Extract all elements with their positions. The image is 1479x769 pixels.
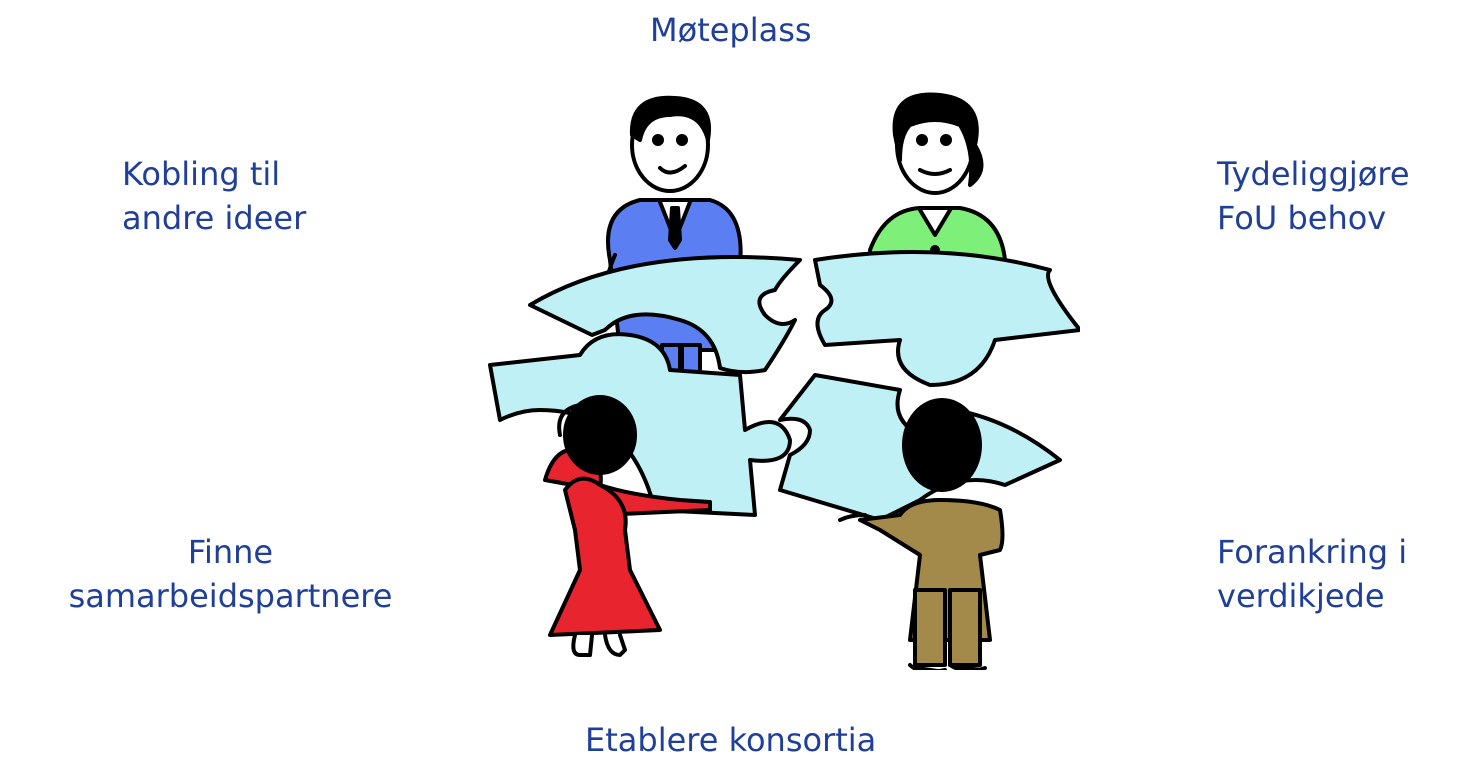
puzzle-piece-lower-left bbox=[488, 332, 792, 517]
label-forankring-line1: Forankring i bbox=[1217, 533, 1408, 571]
woman-red-dress bbox=[543, 395, 712, 657]
label-finne-line1: Finne bbox=[187, 533, 274, 571]
puzzle-people-illustration bbox=[488, 92, 1080, 670]
label-kobling-line2: andre ideer bbox=[122, 199, 307, 237]
puzzle-piece-upper-left bbox=[528, 255, 802, 375]
label-finne: Finne samarbeidspartnere bbox=[18, 530, 443, 618]
label-kobling-line1: Kobling til bbox=[122, 155, 281, 193]
label-kobling: Kobling til andre ideer bbox=[122, 152, 306, 240]
label-moteplass: Møteplass bbox=[650, 11, 812, 49]
man-brown-coat bbox=[838, 398, 1005, 670]
label-forankring: Forankring i verdikjede bbox=[1217, 530, 1407, 618]
label-finne-line2: samarbeidspartnere bbox=[68, 577, 393, 615]
puzzle-piece-upper-right bbox=[813, 250, 1080, 387]
label-tydeliggjore: Tydeliggjøre FoU behov bbox=[1217, 152, 1410, 240]
label-tydeliggjore-line1: Tydeliggjøre bbox=[1217, 155, 1410, 193]
label-forankring-line2: verdikjede bbox=[1217, 577, 1385, 615]
label-etablere: Etablere konsortia bbox=[585, 721, 877, 759]
label-tydeliggjore-line2: FoU behov bbox=[1217, 199, 1387, 237]
